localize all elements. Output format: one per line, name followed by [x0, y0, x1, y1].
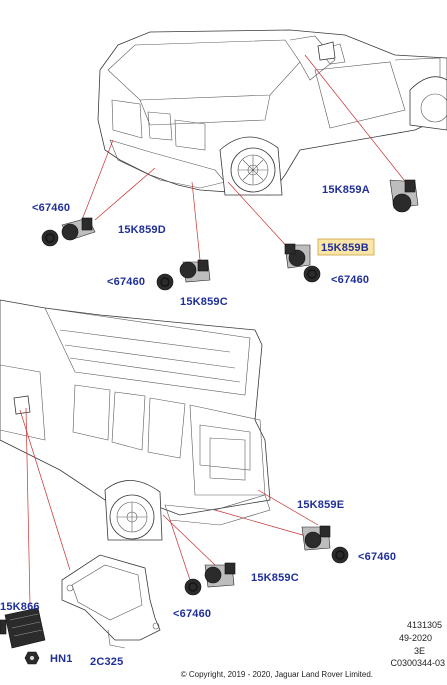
- part-labels: <67460 15K859D <67460 15K859C 15K859A 15…: [0, 184, 396, 668]
- leader-lines: [19, 54, 409, 606]
- revision: 3E: [414, 646, 425, 656]
- label-2c325[interactable]: 2C325: [90, 656, 123, 668]
- bezel-67460-b-icon[interactable]: [156, 273, 174, 291]
- illustration-meta: 4131305 49-2020 3E C0300344-03 © Copyrig…: [181, 620, 445, 679]
- label-15k859a[interactable]: 15K859A: [322, 184, 370, 196]
- label-15k859d[interactable]: 15K859D: [118, 224, 166, 236]
- bracket-2c325-icon[interactable]: [61, 554, 161, 649]
- label-67460-c[interactable]: <67460: [331, 274, 369, 286]
- illustration-id: C0300344-03: [390, 658, 445, 668]
- bezel-67460-c-icon[interactable]: [303, 265, 321, 283]
- bezel-67460-e-icon[interactable]: [184, 578, 202, 596]
- label-15k859b[interactable]: 15K859B: [321, 242, 369, 254]
- label-15k859c-bottom[interactable]: 15K859C: [251, 572, 299, 584]
- date-code: 49-2020: [399, 633, 432, 643]
- label-67460-e[interactable]: <67460: [173, 608, 211, 620]
- rear-vehicle-illustration: [0, 299, 271, 541]
- label-hn1[interactable]: HN1: [50, 653, 73, 665]
- label-15k866[interactable]: 15K866: [0, 601, 40, 613]
- sensor-15k859a-icon[interactable]: [389, 179, 419, 213]
- highlight-15k859b: [317, 238, 375, 256]
- sensor-15k859d-icon[interactable]: [61, 217, 96, 241]
- front-vehicle-illustration: [97, 29, 447, 196]
- ref-number: 4131305: [407, 620, 442, 630]
- nut-hn1-icon[interactable]: [24, 651, 40, 665]
- copyright-notice: © Copyright, 2019 - 2020, Jaguar Land Ro…: [181, 670, 373, 679]
- label-67460-a[interactable]: <67460: [32, 202, 70, 214]
- sensor-15k859e-icon[interactable]: [301, 525, 331, 551]
- sensor-15k859b-icon[interactable]: [284, 243, 311, 269]
- label-67460-b[interactable]: <67460: [107, 276, 145, 288]
- bezel-67460-a-icon[interactable]: [41, 229, 59, 247]
- bezel-67460-d-icon[interactable]: [331, 546, 349, 564]
- label-15k859c-top[interactable]: 15K859C: [180, 296, 228, 308]
- module-15k866-icon[interactable]: [0, 607, 46, 649]
- label-15k859e[interactable]: 15K859E: [297, 499, 344, 511]
- label-67460-d[interactable]: <67460: [358, 551, 396, 563]
- sensor-15k859c-top-icon[interactable]: [179, 259, 211, 283]
- sensor-15k859c-bottom-icon[interactable]: [204, 562, 236, 588]
